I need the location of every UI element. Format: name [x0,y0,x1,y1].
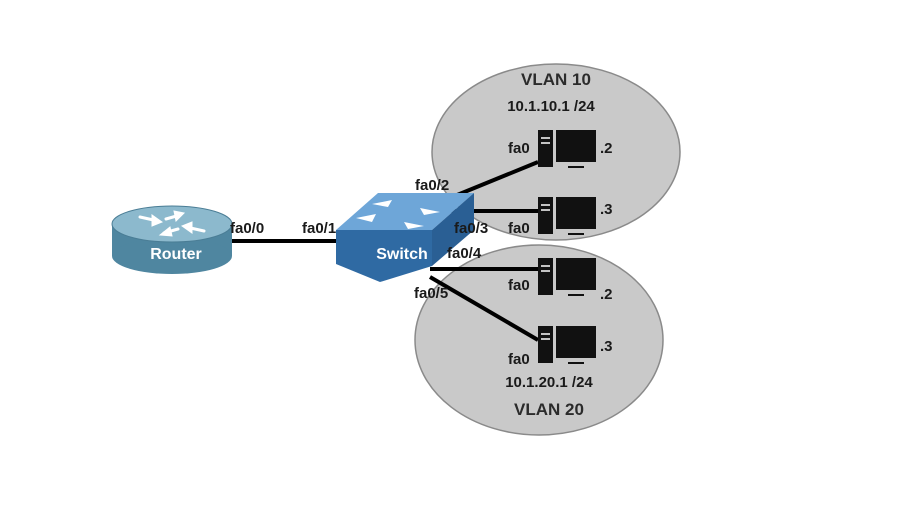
pc-vlan20-host-2-port: fa0 [508,277,530,294]
pc-vlan10-host-2-address: .2 [600,140,613,157]
switch-port-fa0-5: fa0/5 [414,285,448,302]
pc-vlan20-host-2[interactable] [538,258,596,296]
pc-icon [538,326,596,364]
switch-label: Switch [376,246,428,263]
switch-port-fa0-1: fa0/1 [302,220,336,237]
switch-port-fa0-2: fa0/2 [415,177,449,194]
pc-vlan10-host-3-port: fa0 [508,220,530,237]
pc-vlan10-host-2[interactable] [538,130,596,168]
switch-port-fa0-4: fa0/4 [447,245,482,262]
pc-vlan10-host-3[interactable] [538,197,596,235]
pc-vlan20-host-2-address: .2 [600,286,613,303]
router-icon [111,205,233,274]
switch-icon [336,193,474,282]
switch[interactable]: Switch [336,193,474,282]
pc-vlan10-host-2-port: fa0 [508,140,530,157]
pc-icon [538,258,596,296]
pc-vlan20-host-3[interactable] [538,326,596,364]
switch-port-fa0-3: fa0/3 [454,220,488,237]
router[interactable]: Router [111,205,233,274]
vlan10-gateway: 10.1.10.1 /24 [507,98,595,115]
pc-vlan20-host-3-port: fa0 [508,351,530,368]
vlan20-gateway: 10.1.20.1 /24 [505,374,593,391]
pc-icon [538,197,596,235]
vlan20-title: VLAN 20 [514,400,584,419]
pc-icon [538,130,596,168]
pc-vlan20-host-3-address: .3 [600,338,613,355]
link-switch-pc4 [428,275,540,342]
vlan10-title: VLAN 10 [521,70,591,89]
pc-vlan10-host-3-address: .3 [600,201,613,218]
router-port-label: fa0/0 [230,220,264,237]
router-label: Router [150,246,202,263]
